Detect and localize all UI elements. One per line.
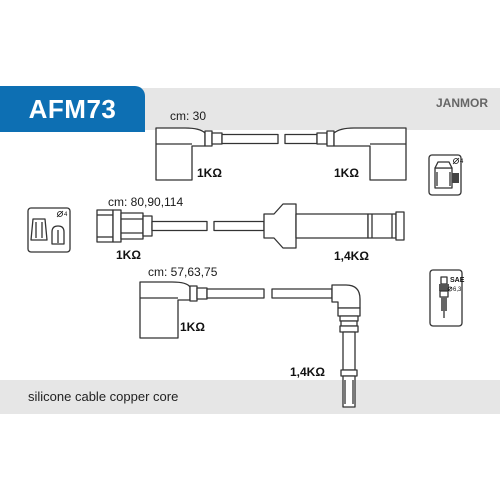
spark-plug-icon [429,269,463,327]
lead-1-resistance-right: 1KΩ [334,166,359,180]
lead-1-left-boot [155,127,223,181]
lead-3-resistance-right: 1,4KΩ [290,365,325,379]
lead-2-length-label: cm: 80,90,114 [108,195,183,209]
part-code-badge: AFM73 [0,86,145,132]
lead-3-resistance-left: 1KΩ [180,320,205,334]
footer-bar [0,380,500,414]
lead-2-resistance-left: 1KΩ [116,248,141,262]
distributor-right-count: 4 [460,159,464,165]
spark-plug-thread-size: 6,3 [453,287,462,293]
lead-1-length-label: cm: 30 [170,109,206,123]
distributor-left-diameter: 4 [56,210,68,218]
distributor-cap-icon-left [27,207,71,253]
lead-3-cable [206,288,333,299]
distributor-left-count: 4 [64,212,68,218]
cable-material-text: silicone cable copper core [28,389,179,404]
distributor-right-diameter: 4 [452,157,464,165]
lead-1-cable [221,133,318,145]
lead-1-resistance-left: 1KΩ [197,166,222,180]
distributor-cap-icon [428,154,462,196]
spark-plug-thread: 6,3 [447,286,462,293]
lead-2-cable [151,220,265,232]
lead-3-left-boot [139,281,208,339]
brand-name: JANMOR [435,96,488,110]
lead-1 [155,127,407,181]
lead-2-left-boot [96,209,153,243]
spark-plug-standard: SAE [450,277,465,284]
lead-3-length-label: cm: 57,63,75 [148,265,218,279]
lead-3-angled-boot [331,284,361,408]
lead-3 [139,281,361,408]
lead-2-resistance-right: 1,4KΩ [334,249,369,263]
lead-1-right-boot [316,127,407,181]
lead-2 [96,203,405,249]
lead-2-straight-boot [263,203,405,249]
